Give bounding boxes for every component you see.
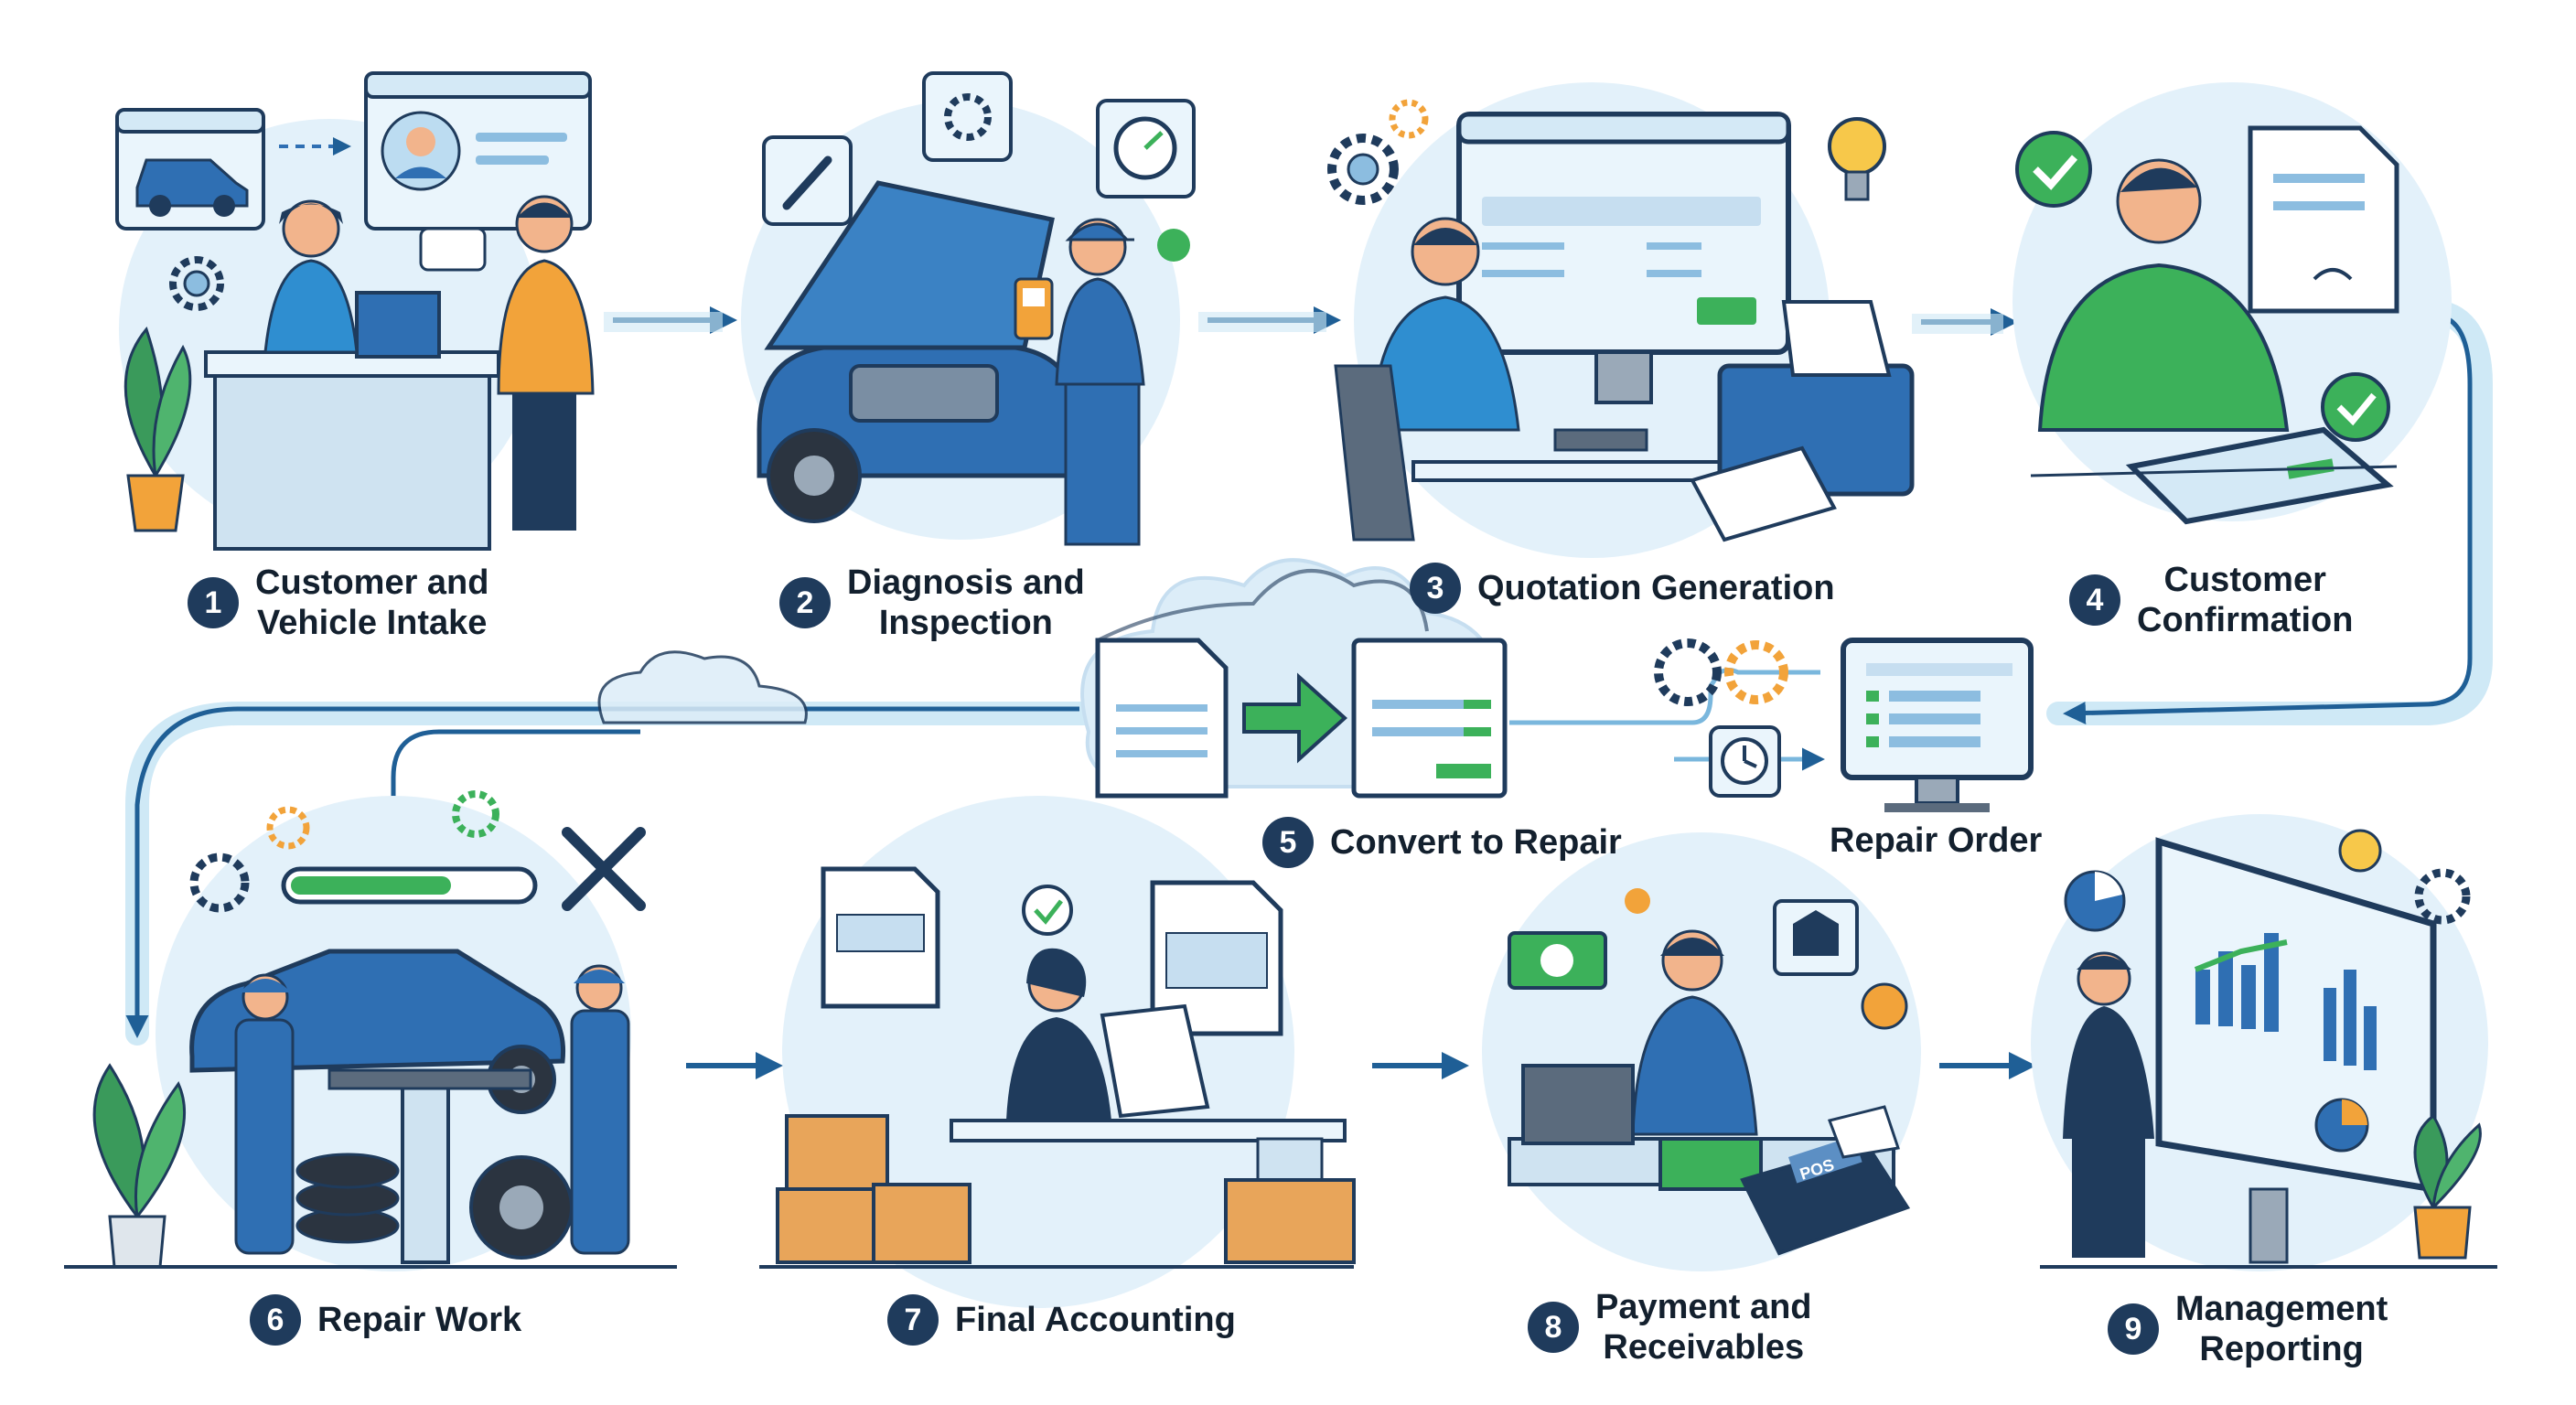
step-number-badge: 6 <box>250 1294 301 1346</box>
step-number-badge: 7 <box>887 1294 939 1346</box>
step3-illustration <box>1327 82 1915 558</box>
step-label-6: 6 Repair Work <box>250 1294 521 1346</box>
step-title: Convert to Repair <box>1330 823 1622 862</box>
step-label-5: 5 Convert to Repair <box>1262 817 1622 868</box>
step8-illustration: POS <box>1482 832 1921 1271</box>
step6-illustration <box>64 790 677 1271</box>
flow-connectors <box>125 299 2493 1079</box>
step-title: Repair Work <box>317 1301 522 1339</box>
step-number-badge: 8 <box>1528 1302 1579 1353</box>
step4-illustration <box>2012 82 2452 525</box>
step-number-badge: 9 <box>2108 1303 2159 1355</box>
step5-illustration <box>597 558 2034 812</box>
step7-illustration <box>759 796 1356 1308</box>
step1-illustration <box>115 71 595 551</box>
flow-line-step4-down <box>2046 299 2493 725</box>
step-number-badge: 3 <box>1410 563 1461 614</box>
repair-order-label: Repair Order <box>1830 821 2043 860</box>
step-label-7: 7 Final Accounting <box>887 1294 1236 1346</box>
step-number-badge: 4 <box>2069 574 2120 626</box>
step-title: Quotation Generation <box>1477 569 1835 607</box>
step-number-badge: 5 <box>1262 817 1314 868</box>
step-title: Final Accounting <box>955 1301 1236 1339</box>
step9-illustration <box>2031 814 2497 1271</box>
step-label-3: 3 Quotation Generation <box>1410 563 1835 614</box>
step-number-badge: 2 <box>779 577 831 628</box>
step-number-badge: 1 <box>188 577 239 628</box>
step2-illustration <box>741 71 1196 546</box>
